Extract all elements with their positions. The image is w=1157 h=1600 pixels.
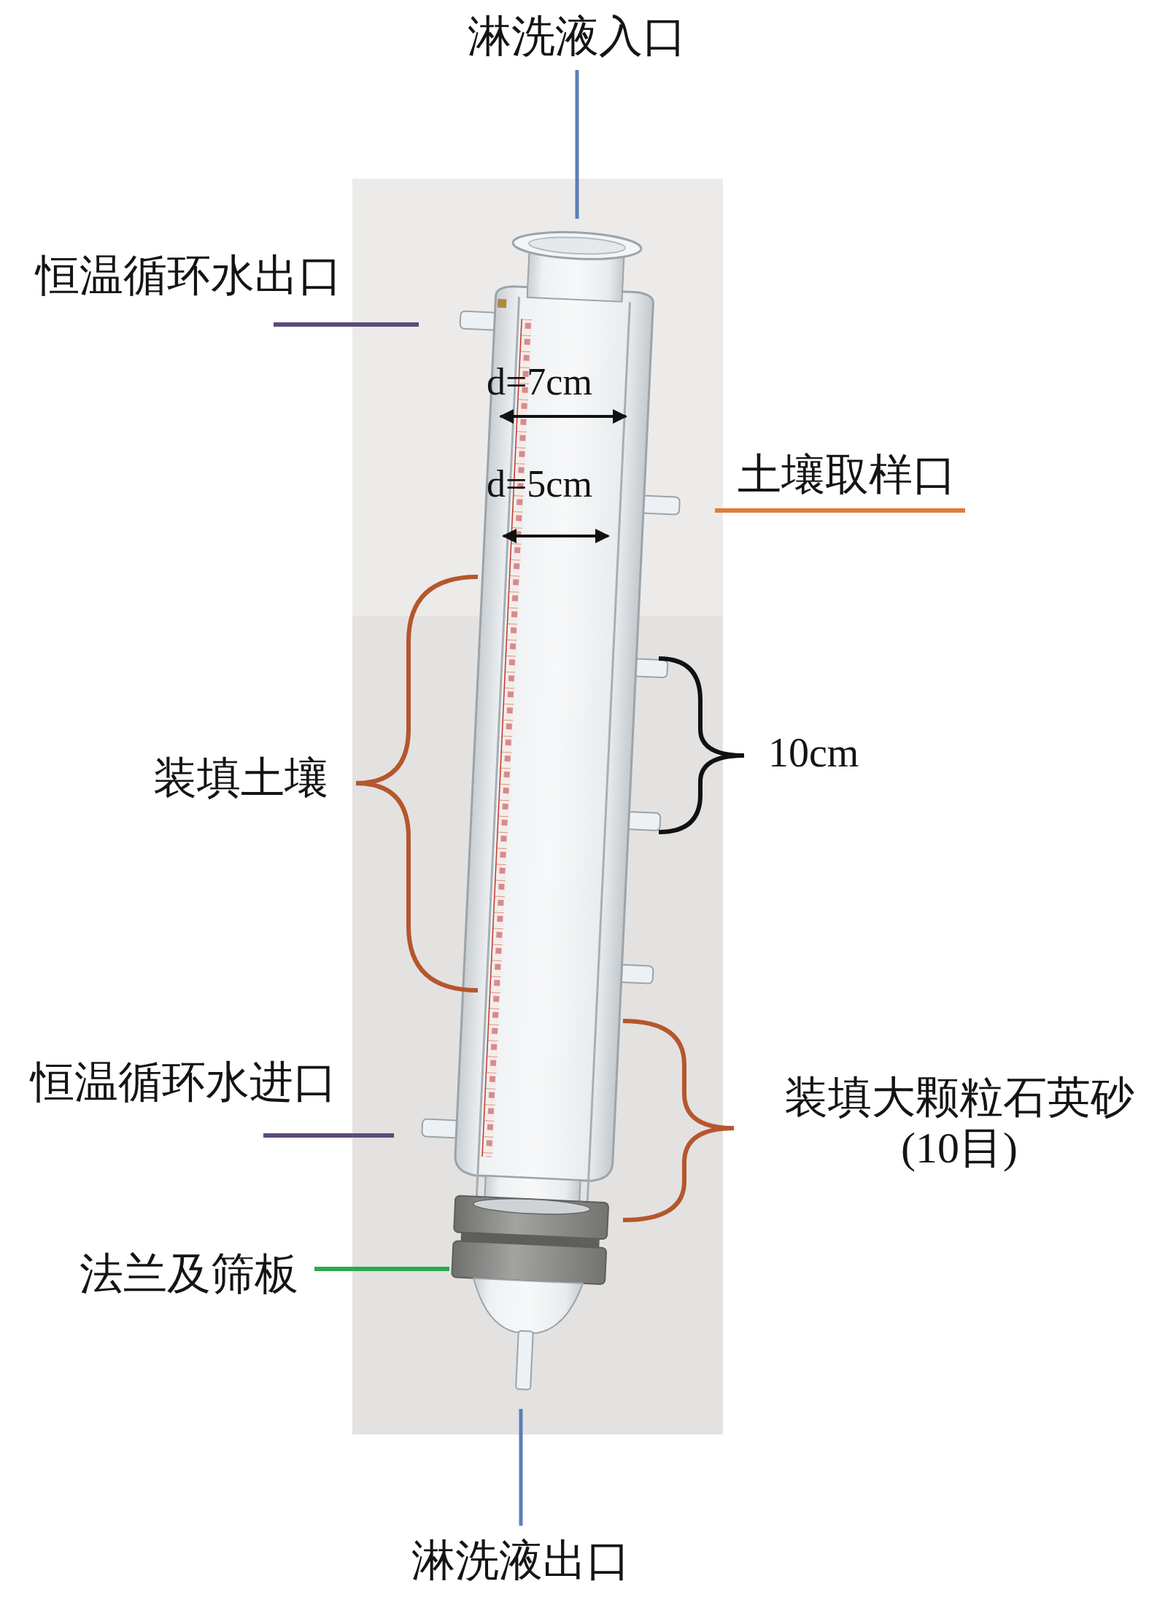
inlet-water-leader — [263, 1133, 394, 1139]
flange-leader — [314, 1267, 450, 1272]
sand-brace — [623, 1021, 734, 1221]
part-label: 法兰及筛板 — [79, 1249, 299, 1300]
sampling-leader — [714, 508, 966, 513]
spacing-brace — [658, 658, 745, 833]
section-label: 装填土壤 — [153, 753, 329, 804]
soil-brace — [356, 577, 478, 991]
dimension-label: d=7cm — [486, 360, 593, 405]
dimension-label: 10cm — [768, 729, 859, 777]
port-label: 土壤取样口 — [737, 450, 957, 501]
port-label: 恒温循环水进口 — [30, 1057, 338, 1109]
port-label: 淋洗液入口 — [467, 11, 687, 63]
dimension-arrow — [503, 534, 609, 538]
dimension-arrow — [500, 415, 626, 419]
port-label: 恒温循环水出口 — [35, 250, 343, 302]
outlet-water-leader — [273, 322, 419, 327]
section-label: 装填大颗粒石英砂 (10目) — [780, 1073, 1139, 1174]
inlet-leader — [575, 70, 580, 219]
dimension-label: d=5cm — [486, 462, 593, 507]
outlet-leader — [519, 1409, 524, 1527]
port-label: 淋洗液出口 — [411, 1536, 631, 1587]
photo-ground — [352, 178, 723, 1435]
